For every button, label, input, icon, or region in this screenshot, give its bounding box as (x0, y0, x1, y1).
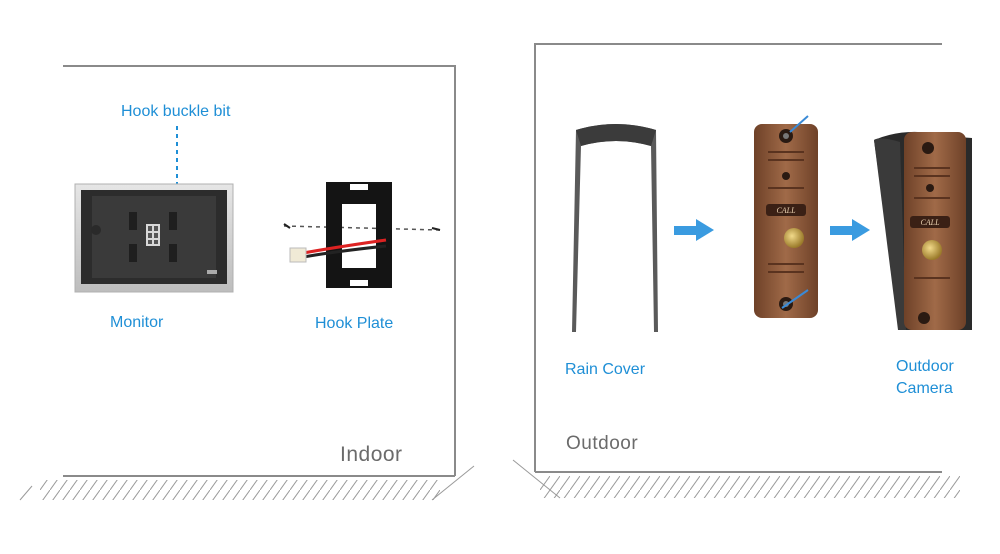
call-text: CALL (920, 218, 940, 227)
outdoor-camera-label-line1: Outdoor (896, 358, 954, 376)
indoor-floor-hatch (40, 480, 440, 500)
monitor-image (75, 184, 233, 292)
hook-plate-label: Hook Plate (315, 315, 393, 333)
hook-buckle-label: Hook buckle bit (121, 103, 230, 121)
rain-cover-image (572, 124, 658, 332)
rain-cover-label: Rain Cover (565, 361, 645, 379)
monitor-label: Monitor (110, 314, 163, 332)
outdoor-camera-front-image: CALL (754, 116, 818, 318)
outdoor-floor-hatch (540, 476, 960, 498)
arrow-right-icon (674, 219, 714, 241)
outdoor-camera-label-line2: Camera (896, 380, 953, 398)
hook-plate-image (284, 182, 440, 288)
outdoor-room-label: Outdoor (566, 433, 638, 455)
outdoor-camera-assembled-image: CALL (874, 132, 972, 330)
call-text: CALL (776, 206, 796, 215)
arrow-right-icon (830, 219, 870, 241)
indoor-room-label: Indoor (340, 443, 403, 467)
